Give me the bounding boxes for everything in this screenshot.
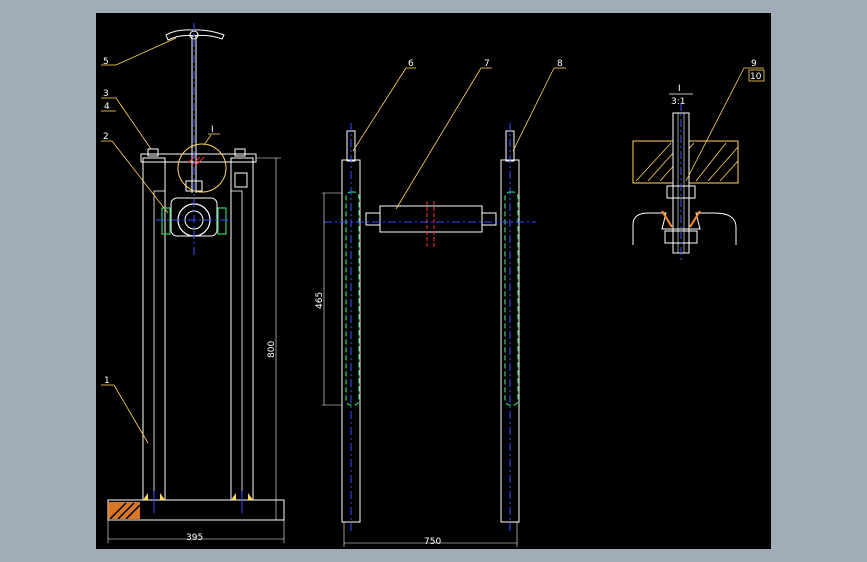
base-hatch-left — [108, 502, 140, 519]
assembly-drawing: 5 3 4 2 1 I 6 7 8 9 10 I 3:1 395 750 800… — [101, 23, 765, 547]
part-label-5: 5 — [103, 57, 109, 67]
dim-width-front: 395 — [186, 533, 203, 543]
part-label-7: 7 — [484, 59, 490, 69]
detail-marker-label: I — [211, 125, 214, 135]
detail-title: I — [678, 84, 681, 94]
cad-viewport[interactable]: 5 3 4 2 1 I 6 7 8 9 10 I 3:1 395 750 800… — [96, 13, 771, 549]
detail-circle — [177, 143, 227, 193]
part-label-9: 9 — [751, 59, 757, 69]
detail-view — [632, 67, 765, 263]
roller — [379, 205, 483, 233]
part-label-1: 1 — [104, 376, 110, 386]
handwheel — [165, 29, 225, 41]
dim-height-side: 465 — [315, 292, 325, 309]
part-label-6: 6 — [408, 59, 414, 69]
right-inner-column — [230, 190, 243, 501]
side-view — [322, 67, 566, 547]
part-label-4: 4 — [104, 102, 110, 112]
dim-height-front: 800 — [267, 341, 277, 358]
part-label-8: 8 — [557, 59, 563, 69]
left-inner-column — [153, 190, 166, 501]
part-label-10: 10 — [750, 72, 762, 82]
dim-width-side: 750 — [424, 537, 441, 547]
detail-scale: 3:1 — [671, 97, 685, 107]
part-label-2: 2 — [103, 132, 109, 142]
part-label-3: 3 — [103, 89, 109, 99]
front-view — [101, 23, 285, 543]
